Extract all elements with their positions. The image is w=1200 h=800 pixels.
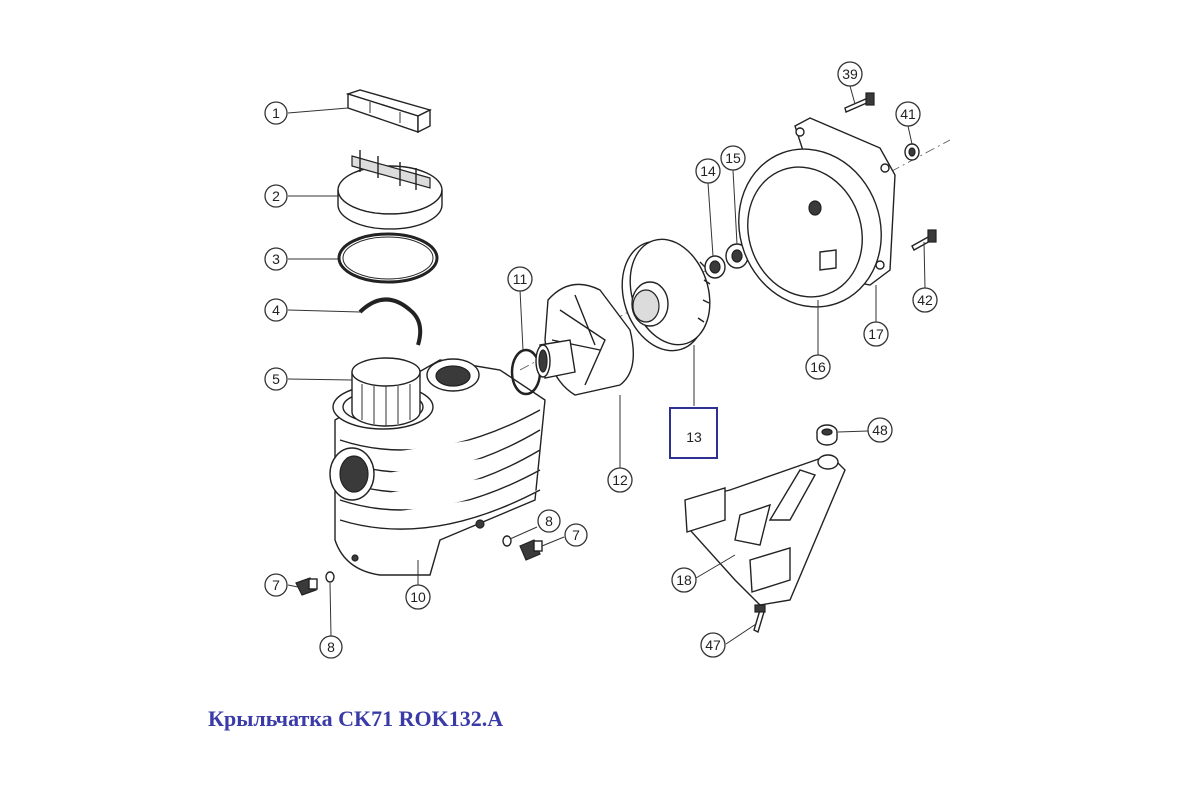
callout-1: 1 [264,101,288,125]
svg-text:2: 2 [272,188,280,204]
svg-text:5: 5 [272,371,280,387]
svg-text:10: 10 [410,589,426,605]
part-motor-foot [684,454,846,606]
part-lid-handle [345,89,432,134]
svg-text:4: 4 [272,302,280,318]
part-seal-plate [738,117,896,308]
callout-7-right: 7 [564,523,588,547]
highlight-box [669,407,718,459]
svg-text:42: 42 [917,292,933,308]
svg-text:14: 14 [700,163,716,179]
part-screw-top [844,92,875,113]
callout-11: 11 [507,266,533,292]
svg-text:47: 47 [705,637,721,653]
callout-17: 17 [863,321,889,347]
part-basket-clip [358,297,423,346]
callout-3: 3 [264,247,288,271]
leader-lines [287,85,926,645]
part-washer-48 [816,424,838,446]
callout-8-right: 8 [537,509,561,533]
part-plug-washer-right [502,535,512,547]
callout-14: 14 [695,158,721,184]
callout-16: 16 [805,354,831,380]
part-diffuser [535,283,634,396]
callout-18: 18 [671,567,697,593]
svg-text:15: 15 [725,150,741,166]
svg-text:3: 3 [272,251,280,267]
part-impeller [621,238,711,352]
svg-text:48: 48 [872,422,888,438]
callout-42: 42 [912,287,938,313]
callout-7-left: 7 [264,573,288,597]
callout-8-bottom: 8 [319,635,343,659]
part-drain-plug-right [519,539,543,561]
caption-title: Крыльчатка CK71 ROK132.A [208,706,504,731]
svg-text:18: 18 [676,572,692,588]
callout-41: 41 [895,101,921,127]
svg-text:8: 8 [545,513,553,529]
svg-text:11: 11 [513,271,528,287]
callout-10: 10 [405,584,431,610]
part-seal-bushing [704,255,726,279]
callout-47: 47 [700,632,726,658]
part-lid [337,150,443,230]
part-screw-side [911,229,937,251]
callout-5: 5 [264,367,288,391]
svg-text:16: 16 [810,359,826,375]
callout-2: 2 [264,184,288,208]
part-strainer-basket [351,357,421,427]
callout-4: 4 [264,298,288,322]
svg-text:7: 7 [272,577,280,593]
callout-39: 39 [837,61,863,87]
svg-text:39: 39 [842,66,858,82]
svg-text:13: 13 [686,429,702,445]
svg-text:17: 17 [868,326,884,342]
callout-12: 12 [607,467,633,493]
part-plug-washer-left [325,571,335,583]
callout-15: 15 [720,145,746,171]
svg-text:1: 1 [272,105,280,121]
part-lid-o-ring [337,232,439,284]
callout-48: 48 [867,417,893,443]
part-drain-plug-left [295,577,318,596]
svg-text:8: 8 [327,639,335,655]
callout-13: 13 [682,425,706,449]
svg-text:7: 7 [572,527,580,543]
part-base-screw [753,604,766,633]
svg-text:41: 41 [900,106,916,122]
svg-text:12: 12 [612,472,628,488]
